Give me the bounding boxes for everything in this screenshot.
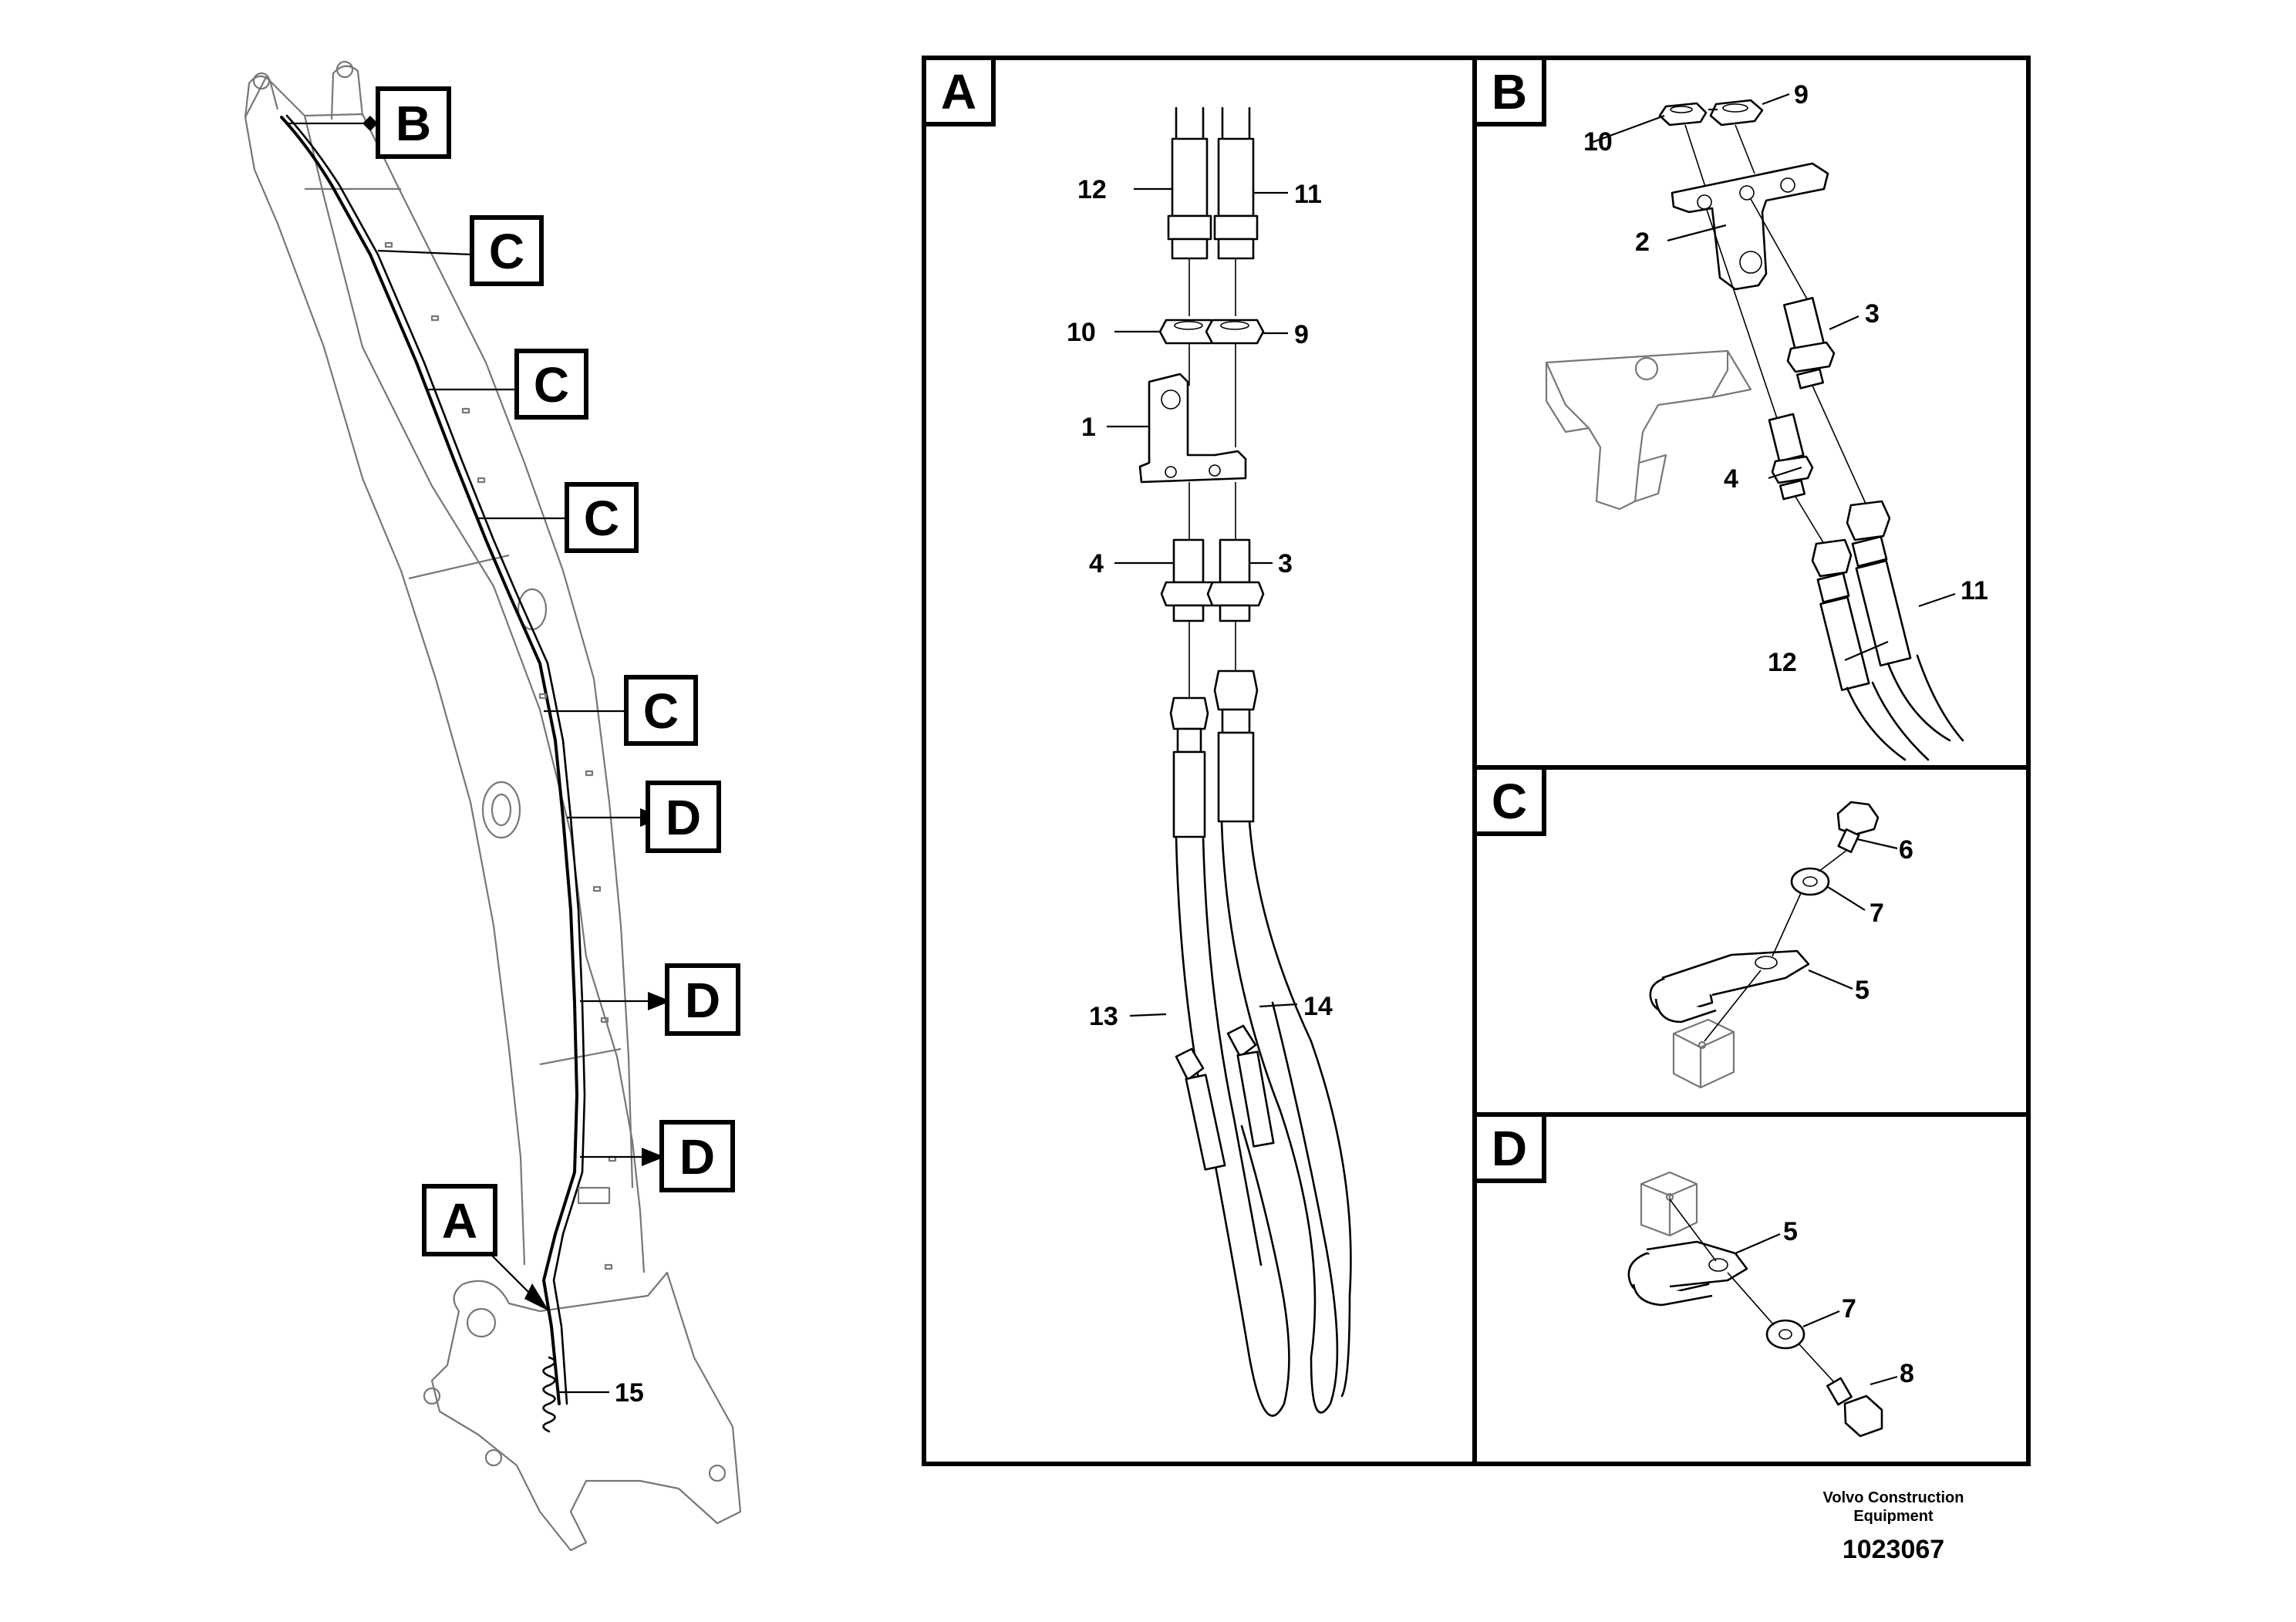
panel-c-drawing: [1649, 801, 1880, 1089]
panel-a-part-13: 13: [1089, 1002, 1118, 1031]
company-line1: Volvo Construction: [1823, 1489, 1964, 1506]
panel-label-a-text: A: [941, 64, 976, 120]
drawing-id: 1023067: [1843, 1535, 1944, 1564]
panel-b-part-11: 11: [1961, 576, 1988, 605]
boom-callout-c2: C: [514, 349, 588, 420]
boom-callout-a-text: A: [442, 1193, 477, 1249]
panel-d-part-8: 8: [1900, 1359, 1914, 1388]
panel-b-leaders: [1590, 93, 1956, 662]
panel-b-part-4: 4: [1724, 464, 1738, 494]
panel-label-d: D: [1472, 1112, 1546, 1183]
panel-c-part-7: 7: [1870, 899, 1884, 928]
boom-callout-c3: C: [565, 482, 639, 553]
panel-a-numbers: 12 11 10 9 1 4 3 13 14: [1067, 175, 1333, 1031]
boom-callout-d1-text: D: [666, 790, 701, 845]
panel-label-c: C: [1472, 765, 1546, 836]
panel-a-part-10: 10: [1067, 318, 1096, 347]
panel-label-d-text: D: [1492, 1121, 1527, 1176]
panel-b-part-2: 2: [1635, 228, 1650, 257]
panel-a-drawing: [1138, 106, 1352, 1417]
panel-c-part-6: 6: [1899, 835, 1913, 865]
panel-d-part-5: 5: [1783, 1217, 1798, 1246]
panel-a-part-14: 14: [1303, 992, 1333, 1021]
boom-callout-a: A: [422, 1184, 497, 1256]
panel-b-part-10: 10: [1583, 127, 1613, 157]
panel-b-drawing: [1545, 99, 1964, 761]
boom-callout-d2: D: [665, 963, 740, 1036]
boom-callout-d3: D: [659, 1120, 735, 1192]
boom-callout-c1: C: [470, 215, 544, 286]
panel-label-b-text: B: [1492, 64, 1527, 120]
panel-c-numbers: 6 7 5: [1855, 835, 1913, 1005]
panel-a-part-4: 4: [1089, 549, 1104, 578]
boom-callout-b: B: [376, 86, 451, 159]
panel-a-part-3: 3: [1278, 549, 1293, 578]
boom-callout-c4: C: [624, 675, 698, 746]
panel-a-part-1: 1: [1081, 413, 1096, 442]
panel-d-numbers: 5 7 8: [1783, 1217, 1914, 1388]
panel-a-part-11: 11: [1294, 180, 1322, 209]
panel-c-part-5: 5: [1855, 976, 1870, 1005]
panel-a-part-9: 9: [1294, 320, 1309, 349]
boom-callout-d2-text: D: [685, 973, 720, 1028]
boom-overview: [244, 60, 742, 1552]
panel-d-drawing: [1627, 1171, 1883, 1438]
panel-b-numbers: 10 9 2 3 4 11 12: [1583, 80, 1988, 677]
boom-callout-d3-text: D: [679, 1129, 715, 1185]
panel-a-part-12: 12: [1077, 175, 1107, 204]
panel-a-leaders: [1107, 187, 1298, 1017]
boom-callout-c3-text: C: [584, 491, 619, 546]
boom-callout-c4-text: C: [643, 683, 679, 739]
panel-c-leaders: [1808, 838, 1898, 990]
panel-b-part-9: 9: [1794, 80, 1809, 110]
boom-part-15: 15: [615, 1378, 644, 1408]
panel-d-leaders: [1735, 1233, 1898, 1386]
boom-callout-b-text: B: [396, 96, 431, 151]
detail-frames: [922, 56, 2031, 1466]
footer: Volvo Construction Equipment 1023067: [1823, 1489, 1964, 1564]
panel-label-c-text: C: [1492, 774, 1527, 829]
boom-callout-c2-text: C: [534, 357, 569, 413]
panel-b-part-3: 3: [1865, 299, 1880, 329]
panel-b-part-12: 12: [1768, 648, 1797, 677]
boom-callout-c1-text: C: [489, 224, 524, 279]
boom-callout-d1: D: [646, 781, 721, 853]
panel-d-part-7: 7: [1842, 1294, 1856, 1324]
company-line2: Equipment: [1853, 1508, 1934, 1525]
panel-label-b: B: [1472, 56, 1546, 126]
panel-label-a: A: [922, 56, 996, 126]
